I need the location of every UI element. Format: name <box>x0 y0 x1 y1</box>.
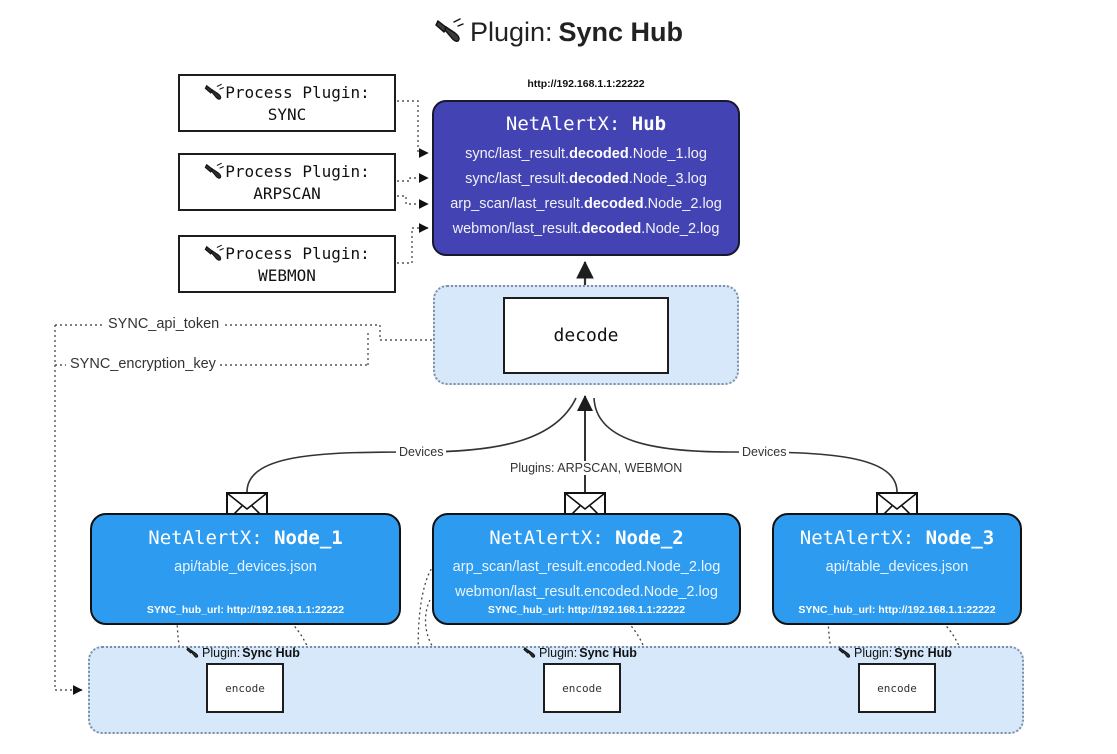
node-line: arp_scan/last_result.encoded.Node_2.log <box>452 559 721 575</box>
node-line: api/table_devices.json <box>825 559 969 575</box>
node-hub-url: SYNC_hub_url: http://192.168.1.1:22222 <box>487 604 686 616</box>
encoder-plugin-name: Sync Hub <box>242 646 300 660</box>
node-title-name: Node_2 <box>615 527 684 549</box>
edge-label-devices-right: Devices <box>739 445 790 459</box>
encoder-plugin-label-1: Plugin: Sync Hub <box>186 645 300 661</box>
node-hub-url: SYNC_hub_url: http://192.168.1.1:22222 <box>798 604 996 616</box>
process-plugin-label: Process Plugin: <box>225 244 370 263</box>
encoder-plugin-name: Sync Hub <box>894 646 952 660</box>
hub-log-list: sync/last_result.decoded.Node_1.log sync… <box>434 142 738 242</box>
node-line-list: api/table_devices.json <box>92 555 399 580</box>
node-title-name: Node_1 <box>274 527 343 549</box>
log-pre: sync/last_result. <box>465 171 570 187</box>
process-plugin-webmon[interactable]: Process Plugin: WEBMON <box>178 235 396 293</box>
node-line: api/table_devices.json <box>174 559 317 575</box>
node-title-prefix: NetAlertX: <box>148 527 263 549</box>
encoder-plugin-label-2: Plugin: Sync Hub <box>523 645 637 661</box>
node-title-prefix: NetAlertX: <box>799 527 915 549</box>
plug-icon <box>838 645 852 661</box>
page-title: Plugin: Sync Hub <box>0 16 1117 49</box>
hub-title-prefix: NetAlertX: <box>505 113 621 135</box>
log-post: .Node_1.log <box>628 146 707 162</box>
encode-label: encode <box>225 681 265 695</box>
log-pre: sync/last_result. <box>465 146 570 162</box>
process-plugin-arpscan[interactable]: Process Plugin: ARPSCAN <box>178 153 396 211</box>
hub-node[interactable]: NetAlertX: Hub sync/last_result.decoded.… <box>432 100 740 256</box>
node-line-list: arp_scan/last_result.encoded.Node_2.log … <box>434 555 739 605</box>
node-title: NetAlertX: Node_3 <box>774 527 1020 549</box>
node-title: NetAlertX: Node_2 <box>434 527 739 549</box>
title-prefix: Plugin: <box>469 17 553 47</box>
log-post: .Node_2.log <box>643 196 722 212</box>
process-plugin-name: ARPSCAN <box>253 183 321 203</box>
process-plugin-name: SYNC <box>267 104 307 124</box>
node-3[interactable]: NetAlertX: Node_3 api/table_devices.json… <box>772 513 1022 625</box>
encoder-plugin-prefix: Plugin: <box>854 646 893 660</box>
process-plugin-name: WEBMON <box>258 265 316 285</box>
encode-box-1[interactable]: encode <box>206 663 284 713</box>
encode-label: encode <box>877 681 917 695</box>
hub-log-line: sync/last_result.decoded.Node_1.log <box>434 142 738 167</box>
sync-api-token-label: SYNC_api_token <box>104 316 224 332</box>
process-plugin-sync[interactable]: Process Plugin: SYNC <box>178 74 396 132</box>
process-plugin-label: Process Plugin: <box>225 162 370 181</box>
hub-log-line: webmon/last_result.decoded.Node_2.log <box>434 217 738 242</box>
hub-title: NetAlertX: Hub <box>434 113 738 135</box>
encoder-plugin-name: Sync Hub <box>579 646 637 660</box>
plug-icon <box>204 82 225 105</box>
title-name: Sync Hub <box>558 17 684 47</box>
node-line: webmon/last_result.encoded.Node_2.log <box>455 584 718 600</box>
node-title: NetAlertX: Node_1 <box>92 527 399 549</box>
plug-icon <box>434 16 464 49</box>
node-title-name: Node_3 <box>925 527 995 549</box>
log-bold: decoded <box>569 146 629 162</box>
node-hub-url: SYNC_hub_url: http://192.168.1.1:22222 <box>146 604 345 616</box>
hub-url-label: http://192.168.1.1:22222 <box>527 78 645 90</box>
log-bold: decoded <box>569 171 629 187</box>
encoder-plugin-prefix: Plugin: <box>202 646 241 660</box>
encode-box-2[interactable]: encode <box>543 663 621 713</box>
decode-label: decode <box>553 325 619 346</box>
node-title-prefix: NetAlertX: <box>489 527 604 549</box>
log-pre: webmon/last_result. <box>452 221 582 237</box>
log-post: .Node_3.log <box>628 171 707 187</box>
log-bold: decoded <box>583 196 644 212</box>
encode-label: encode <box>562 681 602 695</box>
plug-icon <box>186 645 200 661</box>
sync-encryption-key-label: SYNC_encryption_key <box>66 356 220 372</box>
encode-box-3[interactable]: encode <box>858 663 936 713</box>
plug-icon <box>204 161 225 184</box>
process-plugin-label: Process Plugin: <box>225 83 370 102</box>
node-line-list: api/table_devices.json <box>774 555 1020 580</box>
decode-box[interactable]: decode <box>503 297 669 374</box>
log-pre: arp_scan/last_result. <box>450 196 584 212</box>
plug-icon <box>523 645 537 661</box>
node-2[interactable]: NetAlertX: Node_2 arp_scan/last_result.e… <box>432 513 741 625</box>
hub-title-name: Hub <box>631 113 667 135</box>
hub-log-line: sync/last_result.decoded.Node_3.log <box>434 167 738 192</box>
encoder-plugin-prefix: Plugin: <box>539 646 578 660</box>
log-post: .Node_2.log <box>641 221 720 237</box>
plug-icon <box>204 243 225 266</box>
edge-label-devices-left: Devices <box>396 445 447 459</box>
edge-label-plugins-center: Plugins: ARPSCAN, WEBMON <box>507 461 686 475</box>
hub-log-line: arp_scan/last_result.decoded.Node_2.log <box>434 192 738 217</box>
encoder-plugin-label-3: Plugin: Sync Hub <box>838 645 952 661</box>
log-bold: decoded <box>581 221 642 237</box>
node-1[interactable]: NetAlertX: Node_1 api/table_devices.json… <box>90 513 401 625</box>
